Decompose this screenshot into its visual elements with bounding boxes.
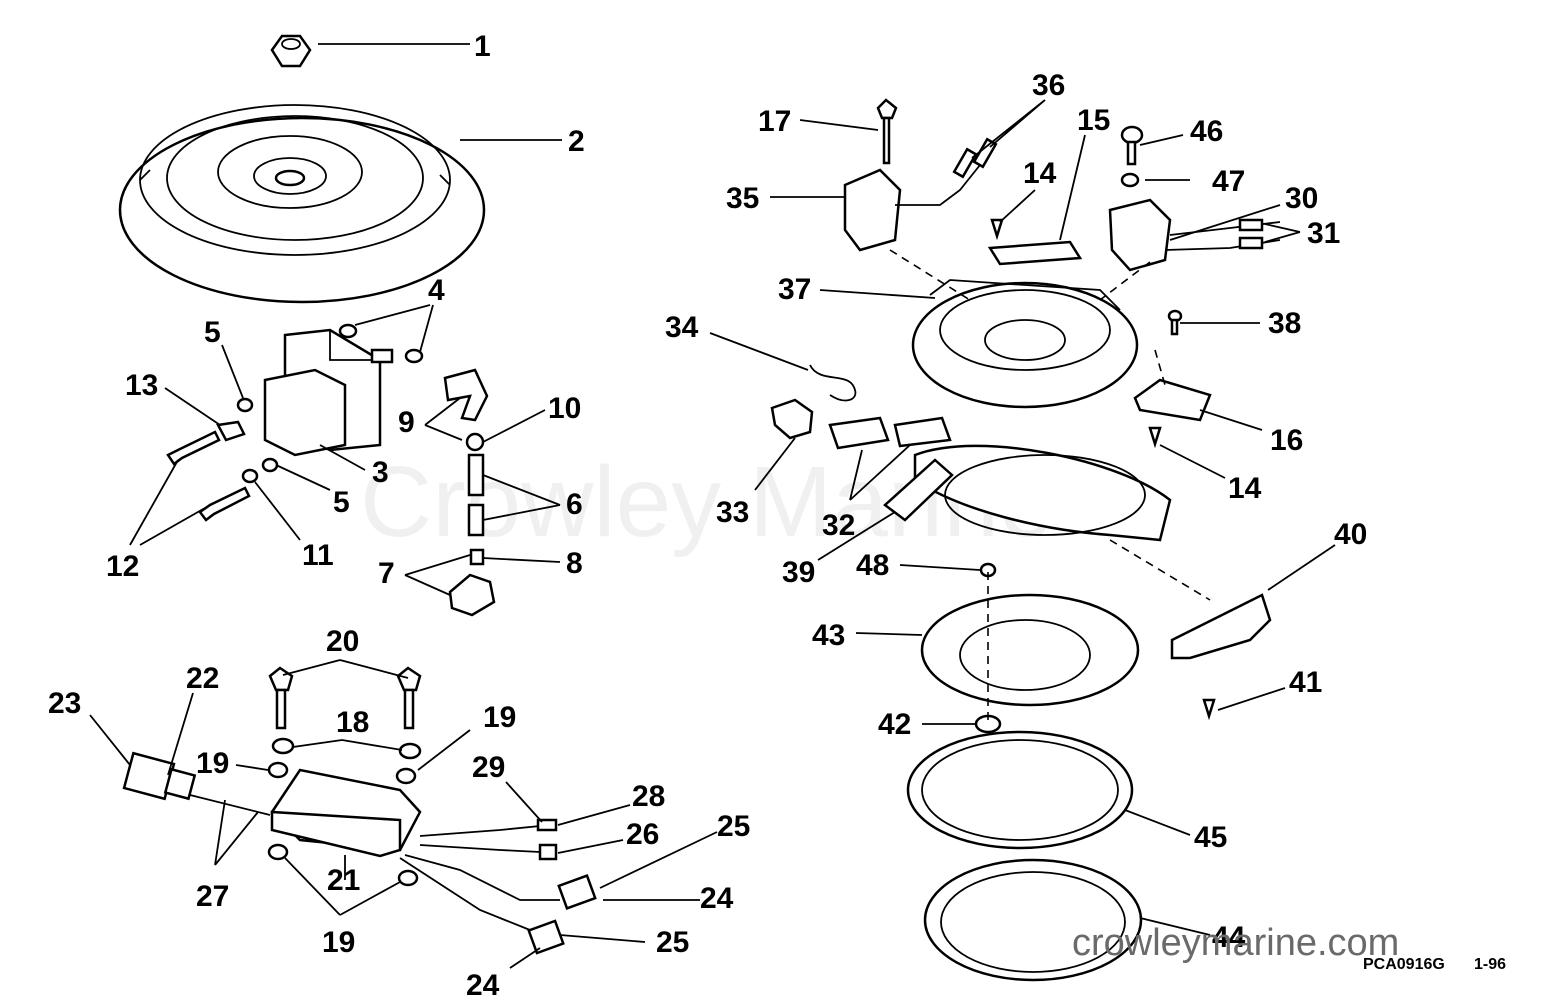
screw-38 [1167, 309, 1183, 336]
weight-40 [1170, 593, 1272, 660]
label-41: 41 [1289, 666, 1322, 699]
bracket-16 [1133, 378, 1212, 422]
label-12: 12 [106, 550, 139, 583]
flywheel-nut [270, 34, 312, 68]
label-44: 44 [1212, 921, 1246, 954]
ignition-coil [263, 328, 394, 457]
plate-15 [987, 240, 1083, 266]
label-33: 33 [716, 496, 749, 529]
label-15: 15 [1077, 104, 1110, 137]
label-19b: 19 [483, 701, 516, 734]
terminals-31 [1238, 218, 1264, 250]
label-9: 9 [398, 406, 415, 439]
label-48: 48 [856, 549, 889, 582]
sleeves-32 [828, 416, 952, 450]
screw-17 [876, 98, 898, 165]
screw-46 [1120, 125, 1144, 166]
label-18: 18 [336, 706, 369, 739]
website-watermark: crowleymarine.com [1072, 922, 1400, 964]
label-31: 31 [1307, 217, 1340, 250]
label-13: 13 [125, 369, 158, 402]
timer-base-39 [883, 444, 1172, 542]
armature-plate [911, 279, 1139, 409]
part-labels: 1 2 3 4 5 5 6 7 8 9 10 11 12 13 14 14 14… [48, 30, 1367, 1002]
label-37: 37 [778, 273, 811, 306]
parts-10-6-8 [465, 432, 485, 566]
label-36: 36 [1032, 69, 1065, 102]
leader-lines [89, 43, 1336, 969]
sensor-35 [843, 164, 981, 252]
washer-11 [241, 468, 259, 484]
label-40: 40 [1334, 518, 1367, 551]
label-2: 2 [568, 125, 585, 158]
label-35: 35 [726, 182, 759, 215]
ring-44 [923, 858, 1143, 982]
washers-4 [338, 323, 424, 364]
screw-41 [1202, 698, 1216, 721]
alignment-lines [889, 249, 1211, 720]
spring-34 [809, 364, 857, 402]
figure-code: PCA0916G [1363, 956, 1445, 973]
washer-47 [1120, 172, 1140, 188]
screw-14-top [990, 218, 1004, 241]
label-23: 23 [48, 687, 81, 720]
label-19c: 19 [322, 926, 355, 959]
boot-9 [443, 368, 489, 422]
label-11: 11 [302, 539, 334, 572]
washers-19 [267, 761, 419, 887]
label-24b: 24 [466, 969, 500, 1002]
label-14a: 14 [1023, 157, 1057, 190]
label-43: 43 [812, 619, 845, 652]
washers-18 [271, 737, 422, 760]
label-16: 16 [1270, 424, 1303, 457]
label-42: 42 [878, 708, 911, 741]
ring-45 [906, 730, 1134, 850]
sensor-30 [1108, 198, 1281, 272]
label-7: 7 [378, 557, 395, 590]
label-4: 4 [428, 274, 445, 307]
label-14b: 14 [1228, 472, 1262, 505]
label-32: 32 [822, 509, 855, 542]
label-6: 6 [566, 488, 583, 521]
label-5b: 5 [333, 486, 350, 519]
label-34: 34 [665, 311, 699, 344]
screw-14-bottom [1148, 426, 1162, 449]
clip-13 [216, 420, 246, 442]
label-29: 29 [472, 751, 505, 784]
retainer-43 [920, 593, 1140, 707]
label-27: 27 [196, 880, 229, 913]
label-1: 1 [474, 30, 491, 63]
label-24a: 24 [700, 882, 734, 915]
label-26: 26 [626, 818, 659, 851]
label-3: 3 [372, 456, 389, 489]
label-46: 46 [1190, 115, 1223, 148]
screws-12 [166, 430, 251, 522]
label-21: 21 [327, 864, 360, 897]
label-30: 30 [1285, 182, 1318, 215]
label-25b: 25 [656, 926, 689, 959]
screws-20 [268, 666, 422, 730]
label-20: 20 [326, 625, 359, 658]
label-25a: 25 [717, 810, 750, 843]
connector-22-23 [122, 751, 271, 816]
label-17: 17 [758, 105, 791, 138]
label-5a: 5 [204, 316, 221, 349]
label-39: 39 [782, 556, 815, 589]
power-pack [270, 768, 422, 858]
label-22: 22 [186, 662, 219, 695]
label-38: 38 [1268, 307, 1301, 340]
label-45: 45 [1194, 821, 1227, 854]
label-47: 47 [1212, 165, 1245, 198]
wires-24-29 [399, 818, 597, 955]
label-28: 28 [632, 780, 665, 813]
flywheel [118, 104, 486, 304]
part-33 [770, 398, 814, 440]
boot-7 [448, 573, 496, 617]
label-19a: 19 [196, 747, 229, 780]
revision-code: 1-96 [1474, 956, 1507, 973]
label-10: 10 [548, 392, 581, 425]
label-8: 8 [566, 547, 583, 580]
washers-5 [236, 397, 279, 473]
